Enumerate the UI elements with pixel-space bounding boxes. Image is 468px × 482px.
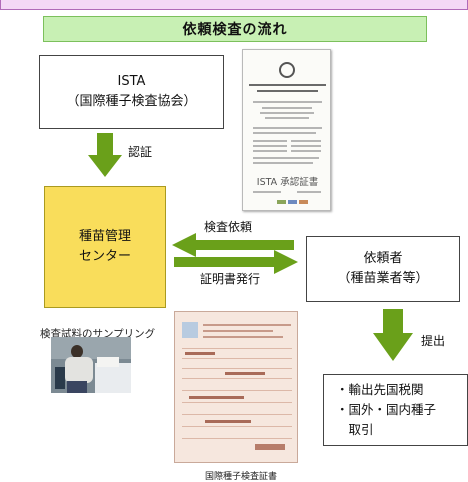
ista-cert-text: ISTA 承認証書 [256,177,319,188]
submit-label: 提出 [421,334,446,348]
ista-name: ISTA [117,74,146,89]
certificate-issue-label: 証明書発行 [200,272,261,286]
destination-item: ・国外・国内種子 [336,402,437,417]
destination-item: 取引 [336,422,374,437]
green-right-arrow-icon [174,250,298,274]
international-certificate-caption: 国際種子検査証書 [205,472,278,482]
green-down-arrow-icon [88,133,122,177]
sampling-photo [51,337,131,393]
ista-seal-icon [279,62,295,78]
top-banner-strip [0,0,468,10]
ista-full-name: （国際種子検査協会） [66,94,197,109]
green-down-arrow-icon [373,309,413,361]
ista-box: ISTA （国際種子検査協会） [39,55,224,129]
center-line1: 種苗管理 [78,229,131,244]
destination-item: ・輸出先国税関 [336,382,424,397]
requester-line1: 依頼者 [363,251,403,266]
requester-box: 依頼者 （種苗業者等） [306,236,460,302]
destination-box: ・輸出先国税関 ・国外・国内種子 取引 [323,374,468,446]
inspection-request-label: 検査依頼 [204,220,253,234]
requester-line2: （種苗業者等） [337,271,429,286]
green-left-arrow-icon [172,233,294,257]
title-text: 依頼検査の流れ [182,22,288,38]
diagram-title: 依頼検査の流れ [43,16,427,42]
international-seed-certificate-image [174,311,298,463]
accreditation-label: 認証 [128,145,153,159]
seed-management-center-box: 種苗管理 センター [44,186,166,308]
ista-accreditation-certificate-image: ISTA 承認証書 [242,49,331,211]
center-line2: センター [78,249,131,264]
